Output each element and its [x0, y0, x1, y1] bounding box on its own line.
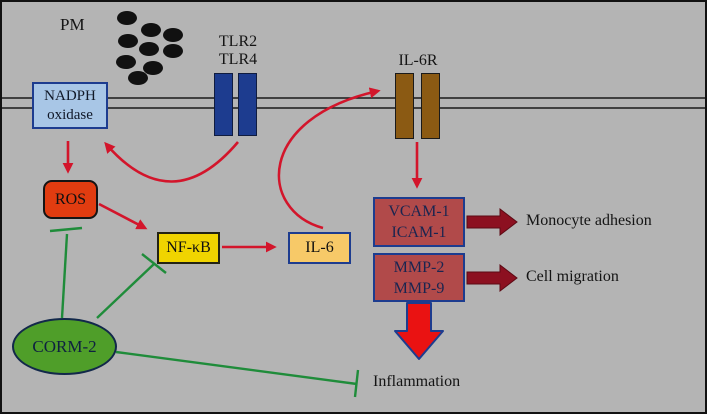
- pm-particle: [163, 28, 183, 42]
- inhibition-corm2-to-nfkb: [96, 253, 167, 319]
- il6r-receptor-right: [421, 73, 440, 139]
- tlr4-label: TLR4: [218, 51, 258, 68]
- tlr-receptor-left: [214, 73, 233, 136]
- ros-label: ROS: [54, 190, 87, 208]
- il6r-label: IL-6R: [398, 52, 438, 69]
- pm-particles: [116, 11, 183, 85]
- corm2-label: CORM-2: [32, 336, 97, 356]
- il6r-receptor-left: [395, 73, 414, 139]
- cell-migration-label: Cell migration: [526, 268, 619, 285]
- monocyte-adhesion-label: Monocyte adhesion: [526, 212, 652, 229]
- nfkb-box: NF-κB: [157, 232, 220, 264]
- block-arrow-monocyte-adhesion: [466, 207, 518, 237]
- il6-label: IL-6: [305, 239, 334, 256]
- pm-particle: [141, 23, 161, 37]
- corm2-ellipse: CORM-2: [12, 318, 117, 375]
- nadph-label-line2: oxidase: [47, 106, 93, 123]
- tlr2-label: TLR2: [218, 33, 258, 50]
- pm-particle: [118, 34, 138, 48]
- inhibition-corm2-to-inflammation: [115, 350, 360, 398]
- pm-particle: [117, 11, 137, 25]
- nfkb-label: NF-κB: [166, 239, 211, 256]
- pm-particle: [128, 71, 148, 85]
- nadph-label-line1: NADPH: [44, 87, 96, 104]
- big-arrow-mmp-to-inflammation: [394, 302, 444, 360]
- mmp-box: MMP-2 MMP-9: [373, 253, 465, 302]
- vcam-label: VCAM-1: [388, 203, 450, 220]
- pm-label: PM: [60, 15, 85, 34]
- pm-particle: [163, 44, 183, 58]
- mmp9-label: MMP-9: [393, 279, 445, 297]
- mmp2-label: MMP-2: [393, 258, 445, 276]
- vcam-icam-box: VCAM-1 ICAM-1: [373, 197, 465, 247]
- nadph-oxidase-box: NADPH oxidase: [32, 82, 108, 129]
- block-arrow-cell-migration: [466, 263, 518, 293]
- icam-label: ICAM-1: [391, 224, 447, 241]
- pm-particle: [116, 55, 136, 69]
- tlr-receptor-right: [238, 73, 257, 136]
- pm-particle: [139, 42, 159, 56]
- activation-arrow-il6-to-il6r: [277, 87, 381, 230]
- ros-box: ROS: [43, 180, 98, 219]
- activation-arrow-ros-to-nfkb: [98, 202, 148, 230]
- pm-particle: [143, 61, 163, 75]
- activation-arrow-tlr-to-nadph: [104, 141, 239, 183]
- il6-box: IL-6: [288, 232, 351, 264]
- inflammation-label: Inflammation: [373, 373, 461, 390]
- inhibition-corm2-to-ros: [49, 226, 83, 319]
